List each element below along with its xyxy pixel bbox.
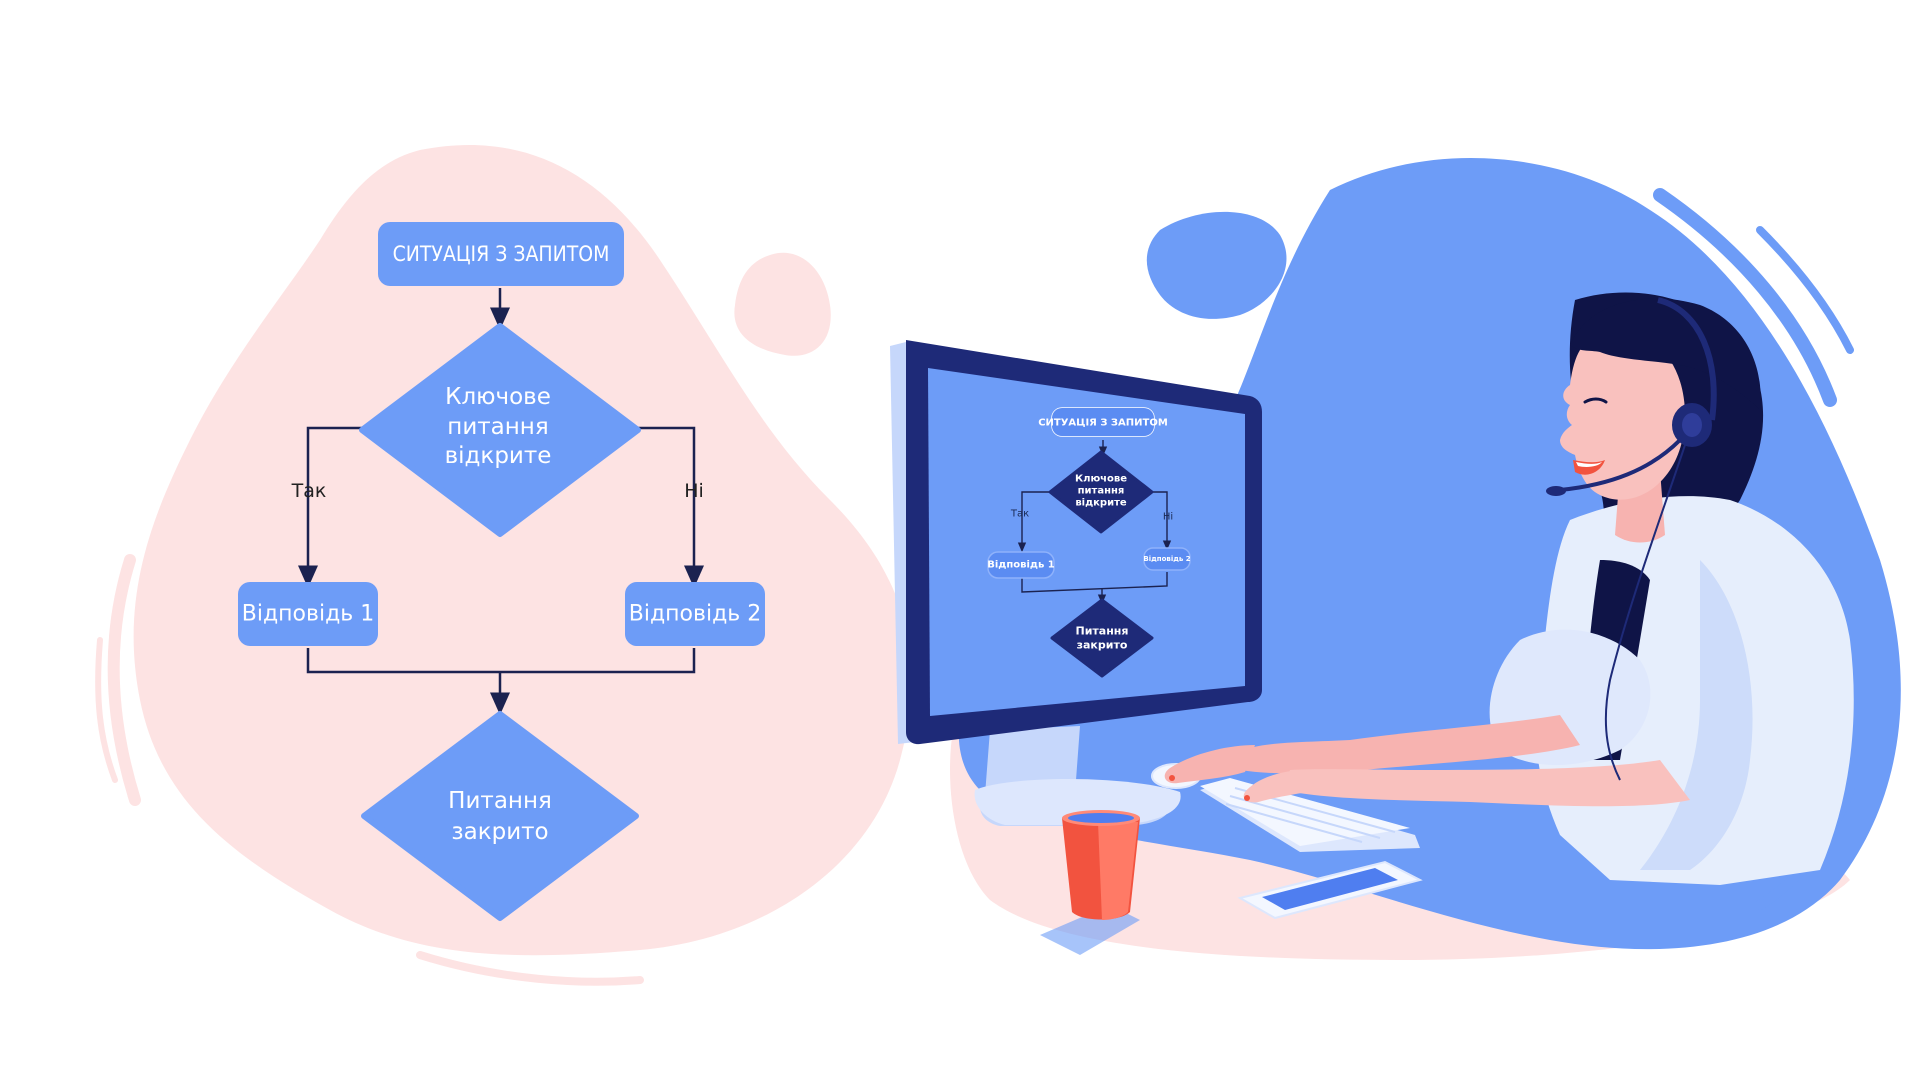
screen-start-label: СИТУАЦІЯ З ЗАПИТОМ [1038,418,1168,429]
headset-mic-arm [1558,438,1682,492]
screen-answer-1-node: Відповідь 1 [987,551,1055,579]
monitor: СИТУАЦІЯ З ЗАПИТОМ Ключове питання відкр… [890,340,1262,745]
headset-earpiece-inner [1682,413,1702,437]
screen-end-line-2: закрито [1077,639,1128,652]
support-agent-woman [1164,292,1854,885]
pink-swoosh-left-2 [95,637,118,783]
screen-answer-2-node: Відповідь 2 [1143,547,1191,571]
nail-2 [1244,795,1250,801]
answer-2-label: Відповідь 2 [629,602,762,627]
screen-answer-1-label: Відповідь 1 [987,560,1055,571]
shirt-shade [1640,560,1753,870]
phone [1237,860,1423,920]
forearm-back [1240,715,1580,774]
pink-blob-small [734,252,831,356]
flowchart-connectors [298,288,704,715]
headset-mic [1546,486,1566,496]
decision-line-2: питання [447,414,548,440]
branch-label-no: Ні [684,480,704,502]
headset-band [1657,297,1717,421]
flowchart: СИТУАЦІЯ З ЗАПИТОМ Ключове питання відкр… [238,222,765,921]
hand-left [1164,745,1255,784]
headset-cable [1604,444,1686,781]
flowchart-decision-node: Ключове питання відкрите [359,323,641,537]
end-line-1: Питання [448,788,552,814]
screen-end-node: Питання закрито [1050,598,1154,678]
blue-blob-small [1146,211,1287,319]
pink-swoosh-bottom [416,951,644,986]
screen-branch-no: Ні [1163,511,1173,523]
hand-right [1243,770,1315,803]
connector-no-branch [636,426,704,588]
cup-liquid [1068,813,1134,823]
nail-1 [1169,775,1175,781]
flowchart-start-node: СИТУАЦІЯ З ЗАПИТОМ [378,222,624,286]
cup-highlight [1098,822,1138,920]
phone-screen [1262,868,1398,910]
blue-swoosh-right-1 [1653,188,1837,407]
eye [1583,397,1608,404]
branch-label-yes: Так [291,480,327,502]
flowchart-answer-1-node: Відповідь 1 [238,582,378,646]
screen-connector-merge [1021,572,1168,593]
screen-decision-line-3: відкрите [1075,498,1127,509]
hair-front [1570,298,1761,410]
end-line-2: закрито [451,819,548,845]
decision-line-1: Ключове [445,384,551,410]
desk-items: СИТУАЦІЯ З ЗАПИТОМ Ключове питання відкр… [890,340,1423,955]
flowchart-end-node: Питання закрито [361,711,639,921]
headset [1546,297,1717,781]
monitor-screen [928,368,1245,716]
pink-blob [133,144,912,956]
screen-answer-2-label: Відповідь 2 [1143,555,1190,563]
blue-swoosh-right-2 [1756,226,1854,354]
answer-1-label: Відповідь 1 [242,602,375,627]
screen-branch-yes: Так [1010,509,1029,520]
flowchart-answer-2-node: Відповідь 2 [625,582,765,646]
forearm-front [1282,760,1690,807]
decision-line-3: відкрите [445,443,552,469]
screen-end-line-1: Питання [1076,625,1129,638]
teeth [1576,462,1602,467]
screen-flowchart: СИТУАЦІЯ З ЗАПИТОМ Ключове питання відкр… [987,407,1191,678]
connector-yes-branch [298,426,365,588]
screen-decision-line-1: Ключове [1075,474,1127,485]
cup [1040,810,1140,955]
screen-decision-line-2: питання [1078,486,1125,497]
screen-connector-yes [1017,491,1050,553]
start-node-label: СИТУАЦІЯ З ЗАПИТОМ [393,242,610,266]
screen-connector-no [1152,491,1172,551]
screen-start-node: СИТУАЦІЯ З ЗАПИТОМ [1038,407,1168,437]
screen-decision-node: Ключове питання відкрите [1048,450,1154,534]
pink-swoosh-left [107,554,141,806]
